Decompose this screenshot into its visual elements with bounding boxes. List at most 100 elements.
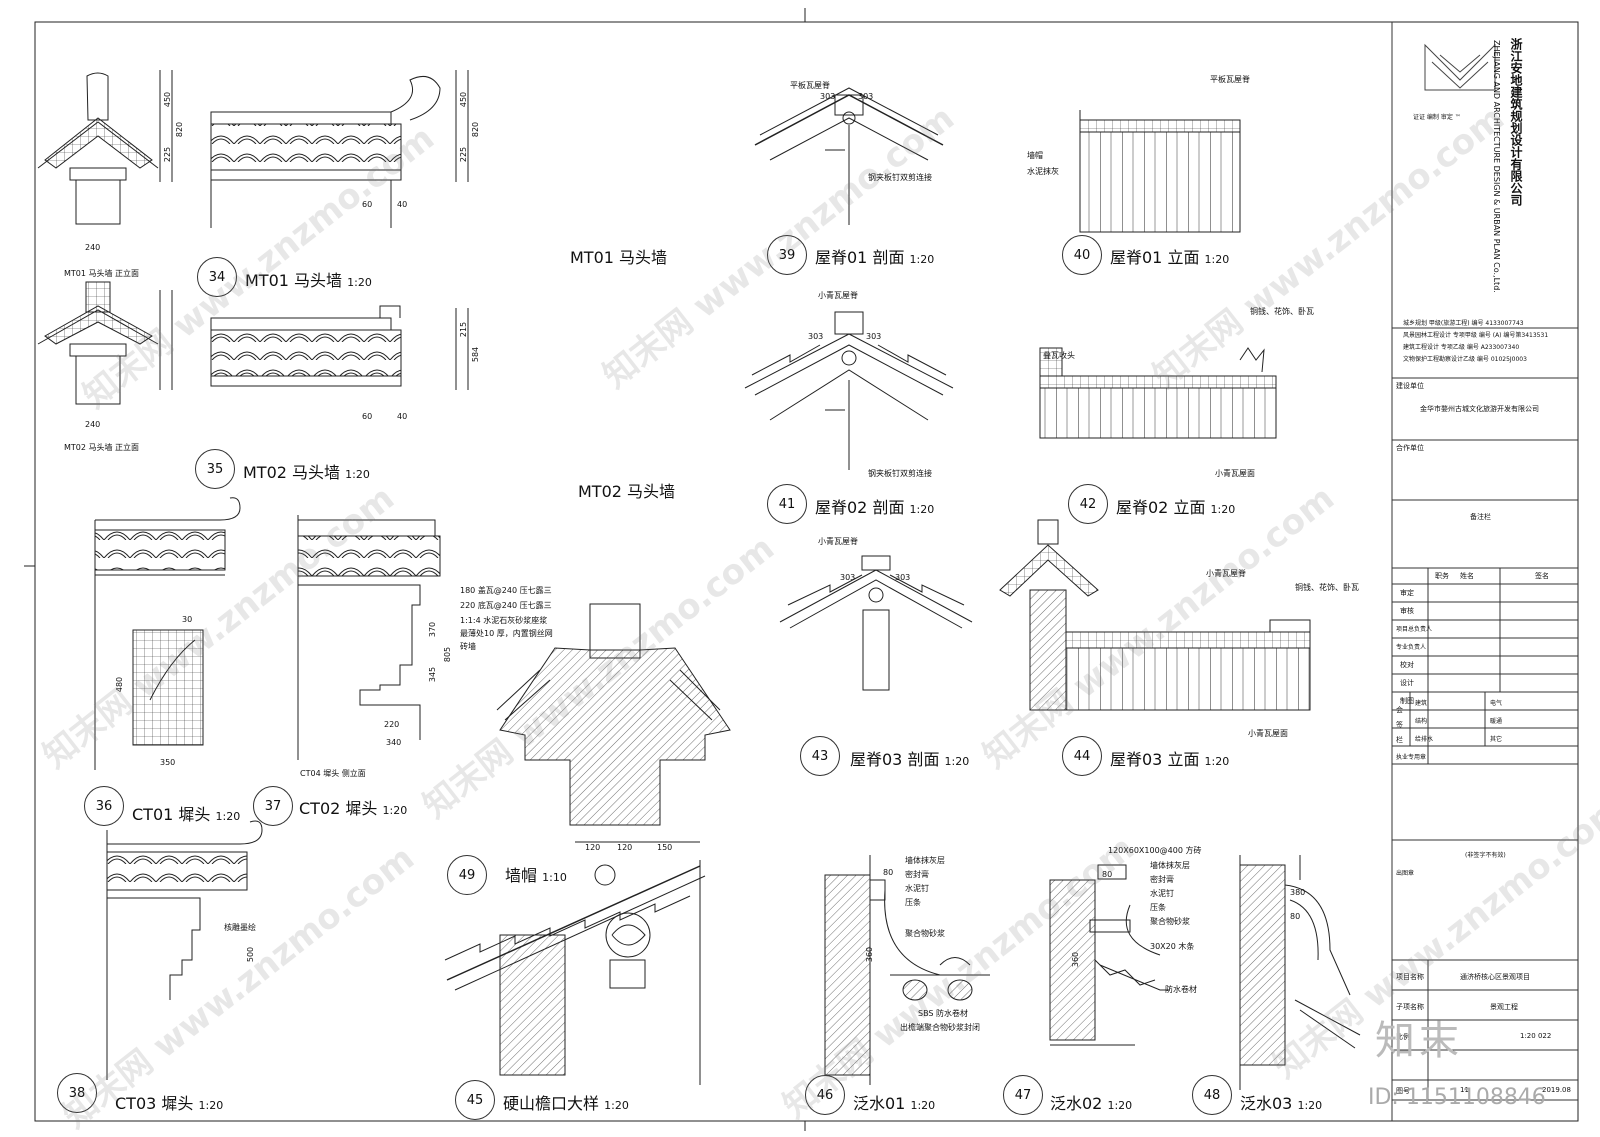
discipline: 结构: [1415, 718, 1428, 725]
date: 2019.08: [1542, 1086, 1571, 1094]
drawing-number: 49: [447, 855, 487, 895]
drawing-title: 屋脊03 立面 1:20: [1110, 750, 1230, 769]
note-steel-2: 钢夹板钉双剪连接: [868, 469, 932, 478]
legend: (非签字不有效): [1465, 852, 1506, 859]
note-steel: 钢夹板钉双剪连接: [868, 173, 932, 182]
countersign: 签: [1396, 721, 1403, 729]
note-ridge-small-2: 小青瓦屋脊: [818, 537, 858, 546]
ridge01-elevation: [1079, 110, 1241, 233]
ct01-elevation: [94, 497, 241, 770]
flash-note-c: 水泥钉: [905, 884, 929, 893]
discipline: 给排水: [1415, 736, 1434, 743]
dim: 500: [246, 946, 256, 963]
wallcap-note-2: 220 底瓦@240 压七露三: [460, 601, 552, 610]
discipline: 电气: [1490, 700, 1503, 707]
stamp-label: 执业专用章: [1396, 754, 1427, 761]
dim: 30: [182, 615, 193, 624]
dim: 303: [840, 573, 856, 582]
wallcap-note-5: 砖墙: [460, 642, 476, 651]
countersign: 栏: [1396, 736, 1403, 744]
qualification: 建筑工程设计 专项乙级 编号 A233007340: [1403, 344, 1520, 351]
note-ridge-small: 小青瓦屋脊: [818, 291, 858, 300]
company-logo: [1412, 46, 1486, 112]
project-name: 通济桥核心区景观项目: [1460, 973, 1530, 981]
sign-header: 姓名: [1460, 572, 1474, 580]
dim: 120: [585, 843, 601, 852]
drawing-number: 45: [455, 1080, 495, 1120]
drawing-title: CT01 墀头 1:20: [132, 805, 241, 824]
drawing-number: 39: [767, 235, 807, 275]
dim: 370: [428, 621, 438, 638]
flash2-h: 30X20 木条: [1150, 942, 1195, 951]
dim: 450: [459, 91, 469, 108]
ridge03-elevation: [999, 519, 1311, 711]
role-label: 项目总负责人: [1396, 626, 1433, 633]
dim: 215: [459, 321, 469, 338]
flashing02-detail: [1049, 864, 1170, 1046]
note-ridge-small-3: 小青瓦屋脊: [1206, 569, 1246, 578]
dim: 225: [163, 146, 173, 163]
drawing-title: CT03 墀头 1:20: [115, 1094, 224, 1113]
qualification: 城乡规划 甲级(旅游工程) 编号 4133007743: [1403, 320, 1524, 327]
mt02-front-view: [159, 290, 469, 390]
dim: 303: [858, 92, 874, 101]
dim: 820: [471, 121, 481, 138]
ridge02-section: [744, 311, 954, 470]
mt01-side-view: [37, 72, 159, 225]
drawing-number: 40: [1062, 235, 1102, 275]
dim: 240: [85, 243, 101, 252]
note-small-tile-2: 小青瓦屋面: [1248, 729, 1288, 738]
dim: 40: [397, 412, 408, 421]
qualification: 风景园林工程设计 专项甲级 编号 (A) 编号第3413531: [1403, 332, 1549, 339]
notes-label: 备注栏: [1470, 513, 1491, 521]
dim: 80: [883, 868, 894, 877]
ridge03-section: [779, 555, 973, 691]
sign-header: 签名: [1535, 572, 1549, 580]
countersign: 会: [1396, 706, 1403, 714]
role-label: 审定: [1400, 589, 1414, 597]
drawing-title: MT02 马头墙 1:20: [243, 463, 370, 482]
dim: 120: [617, 843, 633, 852]
mt02-caption: MT02 马头墙: [578, 482, 676, 501]
mt02-side-view: [37, 281, 159, 405]
flashing01-detail: [824, 855, 990, 1085]
drawing-title: 屋脊03 剖面 1:20: [850, 750, 970, 769]
titleblock-frame: [1391, 22, 1578, 1121]
drawing-title: 硬山檐口大样 1:20: [503, 1094, 629, 1113]
drawing-title: 泛水03 1:20: [1240, 1094, 1323, 1113]
mt01-caption: MT01 马头墙: [570, 248, 668, 267]
drawing-number: 42: [1068, 484, 1108, 524]
scale-label: 比例: [1396, 1033, 1410, 1041]
ridge01-section: [754, 87, 944, 225]
drawing-number: 35: [195, 449, 235, 489]
dim: 150: [657, 843, 673, 852]
client-label: 建设单位: [1396, 382, 1424, 390]
dim: 240: [85, 420, 101, 429]
mt02-side-caption: MT02 马头墙 正立面: [64, 443, 140, 452]
dim: 40: [397, 200, 408, 209]
ct04-caption: CT04 墀头 侧立面: [300, 769, 366, 778]
note-flower: 核雕墨绘: [224, 923, 256, 932]
mt01-front-view: [159, 70, 469, 228]
flash2-b: 密封膏: [1150, 875, 1174, 884]
company-name-en: ZHEJIANG AND ARCHITECTURE DESIGN & URBAN…: [1492, 40, 1501, 293]
drawing-number: 48: [1192, 1075, 1232, 1115]
project-label: 项目名称: [1396, 973, 1424, 981]
flash2-a: 墙体抹灰层: [1150, 861, 1190, 870]
dim: 340: [386, 738, 402, 747]
drawing-title: 屋脊02 剖面 1:20: [815, 498, 935, 517]
dim: 350: [160, 758, 176, 767]
dim: 60: [362, 200, 373, 209]
wallcap-note-1: 180 盖瓦@240 压七露三: [460, 586, 552, 595]
flash2-i: 防水卷材: [1165, 985, 1197, 994]
note-wallcap: 墙帽: [1027, 151, 1043, 160]
role-label: 制图: [1400, 697, 1414, 705]
dim: 450: [163, 91, 173, 108]
flash-note-a: 墙体抹灰层: [905, 856, 945, 865]
flash-note-f: SBS 防水卷材: [918, 1009, 969, 1018]
subproject-name: 景观工程: [1490, 1003, 1518, 1011]
role-label: 专业负责人: [1396, 644, 1427, 651]
dim: 584: [471, 346, 481, 363]
drawing-number: 46: [805, 1075, 845, 1115]
